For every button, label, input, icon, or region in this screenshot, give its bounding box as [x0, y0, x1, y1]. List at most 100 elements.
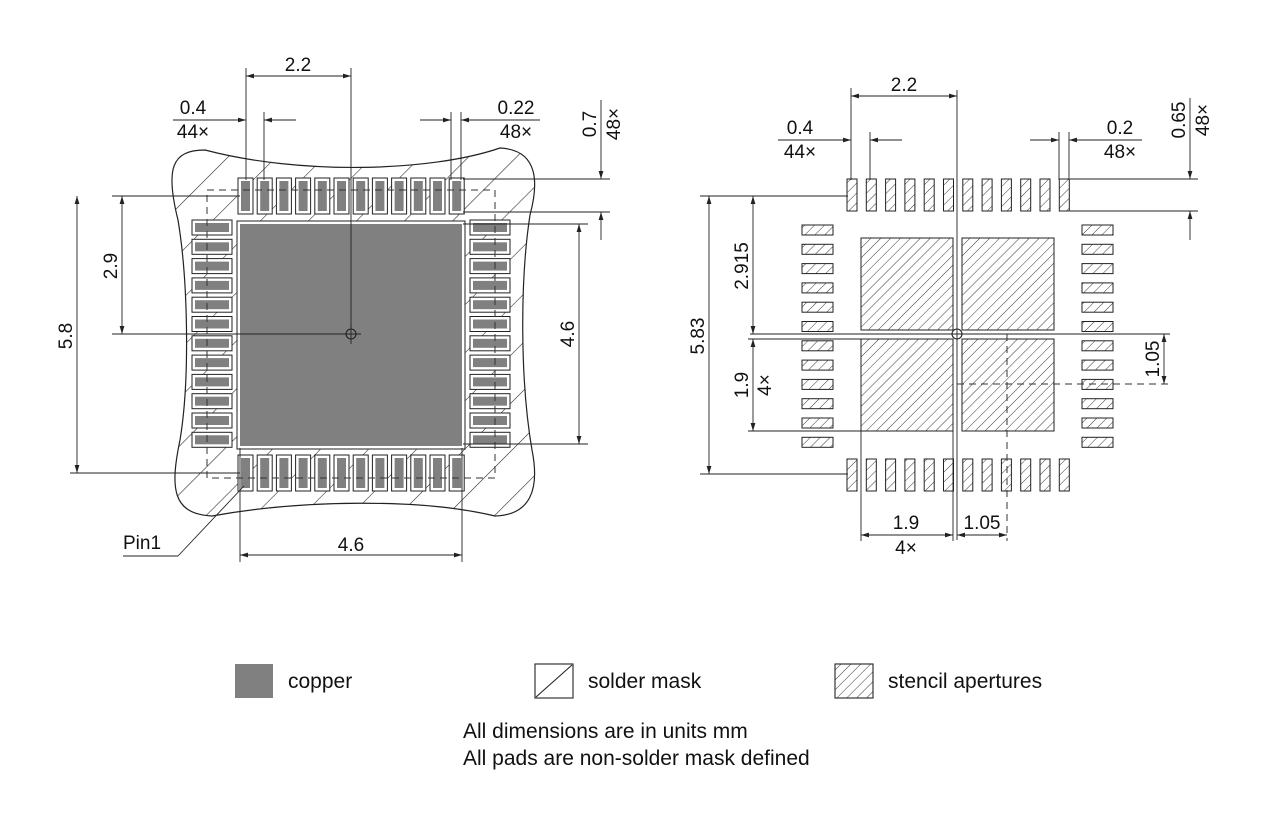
note-units: All dimensions are in units mm: [463, 720, 748, 743]
top-stencil-aperture: [943, 178, 954, 212]
bottom-pad-copper: [337, 458, 346, 488]
dim-count: 44×: [784, 142, 816, 163]
top-stencil-aperture: [1058, 178, 1070, 212]
top-pad-copper: [317, 181, 327, 211]
right-stencil-aperture: [1081, 321, 1114, 332]
right-pad-copper: [473, 358, 507, 368]
bottom-pad-copper: [279, 458, 289, 488]
dim-left-center-pitch-x: 2.2: [245, 55, 352, 328]
dim-text: 1.9: [893, 513, 919, 534]
dim-text: 0.2: [1107, 118, 1133, 139]
stencil-aperture-bl: [860, 338, 954, 432]
bottom-pad-copper: [375, 458, 385, 488]
top-stencil-aperture: [962, 178, 974, 212]
note-pads: All pads are non-solder mask defined: [463, 747, 810, 770]
stencil-aperture-tr: [961, 237, 1055, 331]
bottom-pad-copper: [394, 458, 404, 488]
dim-text: 0.4: [787, 118, 814, 139]
right-pad-copper: [473, 242, 507, 252]
top-stencil-aperture: [923, 178, 935, 212]
bottom-pad-copper: [241, 458, 250, 488]
right-stencil-aperture: [1081, 398, 1114, 410]
left-pad-copper: [195, 377, 229, 387]
left-stencil-aperture: [801, 417, 834, 429]
top-pad-copper: [337, 181, 346, 211]
dim-right-center-pitch-x: 2.2: [850, 75, 957, 180]
dim-text: 4.6: [558, 321, 579, 347]
left-pad-copper: [195, 416, 229, 425]
left-stencil-aperture: [801, 224, 834, 236]
left-stencil-aperture: [801, 263, 834, 275]
notes: All dimensions are in units mm All pads …: [463, 720, 810, 770]
legend-solder-mask-swatch: [534, 663, 574, 699]
top-pad-copper: [356, 181, 366, 211]
top-stencil-aperture: [981, 178, 993, 212]
dim-right-outer-y: 5.83: [688, 196, 848, 475]
top-pad-copper: [279, 181, 289, 211]
right-pad-copper: [473, 280, 507, 290]
bottom-stencil-aperture: [923, 458, 935, 492]
left-stencil-aperture: [801, 340, 834, 352]
bottom-pad-copper: [413, 458, 423, 488]
top-stencil-aperture: [846, 178, 858, 212]
bottom-pad-copper: [260, 458, 270, 488]
left-pad-copper: [195, 319, 229, 329]
bottom-stencil-aperture: [1039, 458, 1051, 492]
bottom-pad-copper: [317, 458, 327, 488]
bottom-stencil-aperture: [1000, 458, 1012, 492]
dim-right-stencil-x: 1.9 4×: [860, 431, 954, 559]
left-stencil-aperture: [801, 436, 834, 448]
bottom-pad-copper: [452, 458, 462, 488]
stencil-aperture-br: [961, 338, 1055, 432]
dim-left-outer-y: 5.8: [56, 196, 240, 474]
top-stencil-aperture: [904, 178, 916, 212]
right-stencil-aperture: [1081, 282, 1114, 294]
left-stencil-aperture: [801, 378, 834, 390]
dim-text: 2.915: [732, 242, 753, 290]
top-pad-copper: [394, 181, 404, 211]
right-stencil-aperture: [1081, 301, 1114, 313]
right-stencil-aperture: [1081, 378, 1114, 390]
dim-right-stencil-y: 1.9 4×: [732, 338, 861, 432]
dim-right-gap-y: 1.05: [957, 333, 1170, 385]
dim-count: 48×: [500, 122, 532, 143]
bottom-stencil-aperture: [865, 458, 877, 492]
left-pad-copper: [195, 435, 229, 445]
dim-left-exposed-y: 4.6: [463, 223, 588, 445]
dim-count: 48×: [1193, 104, 1214, 136]
top-stencil-aperture: [1020, 178, 1032, 212]
dim-text: 2.2: [285, 55, 311, 76]
stencil-aperture-tl: [860, 237, 954, 331]
center-mark-right: [750, 90, 1060, 540]
dim-text: 2.9: [101, 253, 122, 279]
dim-left-center-pitch-y: 2.9: [101, 195, 345, 335]
dim-right-pad-width: 0.4 44×: [778, 118, 902, 180]
top-pad-copper: [241, 181, 250, 211]
dim-text: 0.7: [580, 111, 601, 137]
left-pad-copper: [195, 242, 229, 252]
dim-count: 4×: [755, 374, 776, 396]
left-pad-copper: [195, 280, 229, 290]
right-pad-copper: [473, 223, 507, 232]
left-pad-copper: [195, 223, 229, 232]
left-pad-copper: [195, 338, 229, 348]
right-pad-copper: [473, 319, 507, 329]
left-stencil-aperture: [801, 282, 834, 294]
left-pad-copper: [195, 300, 229, 310]
right-stencil-aperture: [1081, 224, 1114, 236]
bottom-stencil-aperture: [943, 458, 954, 492]
bottom-pad-copper: [433, 458, 442, 488]
dim-text: 0.22: [498, 98, 535, 119]
legend-stencil-label: stencil apertures: [888, 670, 1042, 693]
right-stencil-aperture: [1081, 436, 1114, 448]
legend-solder-mask-label: solder mask: [588, 670, 702, 693]
dim-left-exposed-x: 4.6: [239, 448, 463, 562]
right-stencil-aperture: [1081, 263, 1114, 275]
pin1-leader: Pin1: [123, 485, 245, 557]
dim-left-clearance: 0.22 48×: [420, 98, 540, 180]
legend: copper solder mask stencil apertures: [235, 663, 1042, 699]
top-stencil-aperture: [865, 178, 877, 212]
left-stencil-aperture: [801, 398, 834, 410]
dim-right-gap-x: 1.05: [957, 334, 1008, 541]
